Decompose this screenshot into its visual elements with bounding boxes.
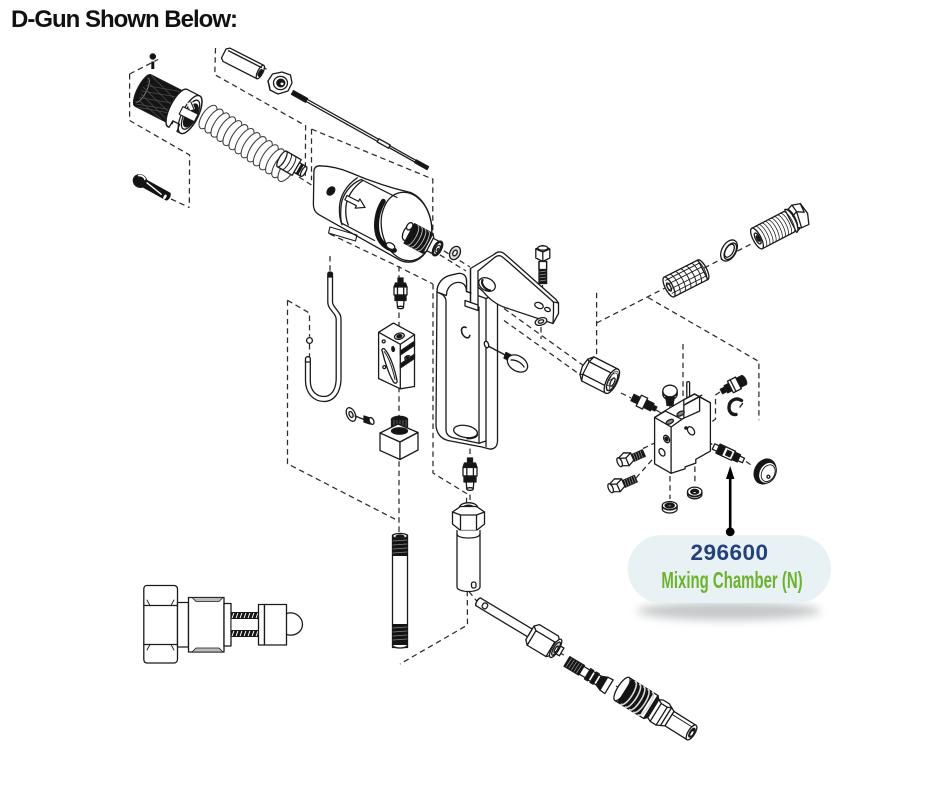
svg-text:D-Gun Shown Below:: D-Gun Shown Below: xyxy=(11,6,237,33)
svg-text:Mixing Chamber (N): Mixing Chamber (N) xyxy=(661,568,802,594)
svg-text:296600: 296600 xyxy=(690,540,768,565)
